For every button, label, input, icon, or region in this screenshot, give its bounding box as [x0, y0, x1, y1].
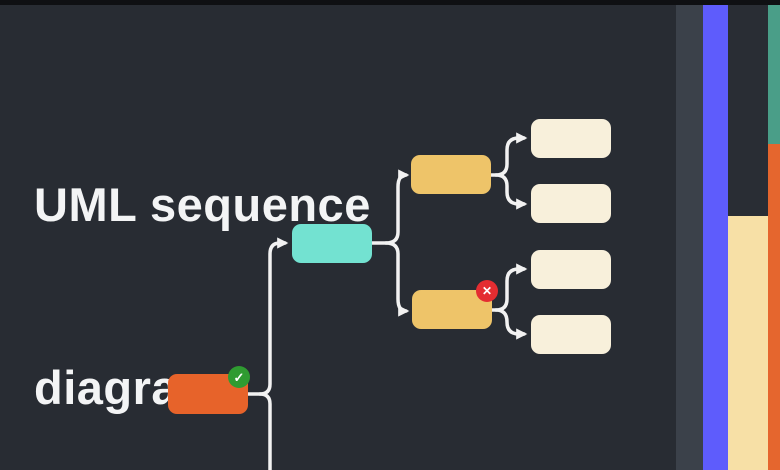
page-title-line-1: UML sequence [34, 178, 371, 231]
error-badge: ✕ [476, 280, 498, 302]
connector-branch-top-to-leaf-1 [489, 132, 528, 177]
diagram-node-leaf-1 [531, 119, 611, 158]
page-edge-stripe-purple [703, 5, 728, 470]
connector-mid-to-branch-top [370, 169, 410, 245]
diagram-node-leaf-4 [531, 315, 611, 354]
diagram-node-leaf-3 [531, 250, 611, 289]
success-badge: ✓ [228, 366, 250, 388]
diagram-node-mid [292, 224, 372, 263]
page-edge-stripe-dark [728, 5, 768, 216]
connector-branch-bottom-to-leaf-4 [494, 308, 528, 340]
connector-branch-top-to-leaf-2 [494, 173, 528, 210]
connector-root-down [258, 392, 272, 470]
top-black-bar [0, 0, 780, 5]
diagram-node-leaf-2 [531, 184, 611, 223]
check-icon: ✓ [233, 369, 245, 385]
page-edge-stripe-teal [768, 5, 780, 144]
page-edge-stripe-cream [728, 216, 768, 470]
connector-mid-to-branch-bottom [384, 241, 410, 317]
diagram-node-branch-top [411, 155, 491, 194]
page-edge-stripe-orange [768, 144, 780, 470]
page-edge-stripe-panel [676, 5, 703, 470]
connector-root-to-mid [246, 237, 289, 396]
x-icon: ✕ [481, 284, 493, 298]
